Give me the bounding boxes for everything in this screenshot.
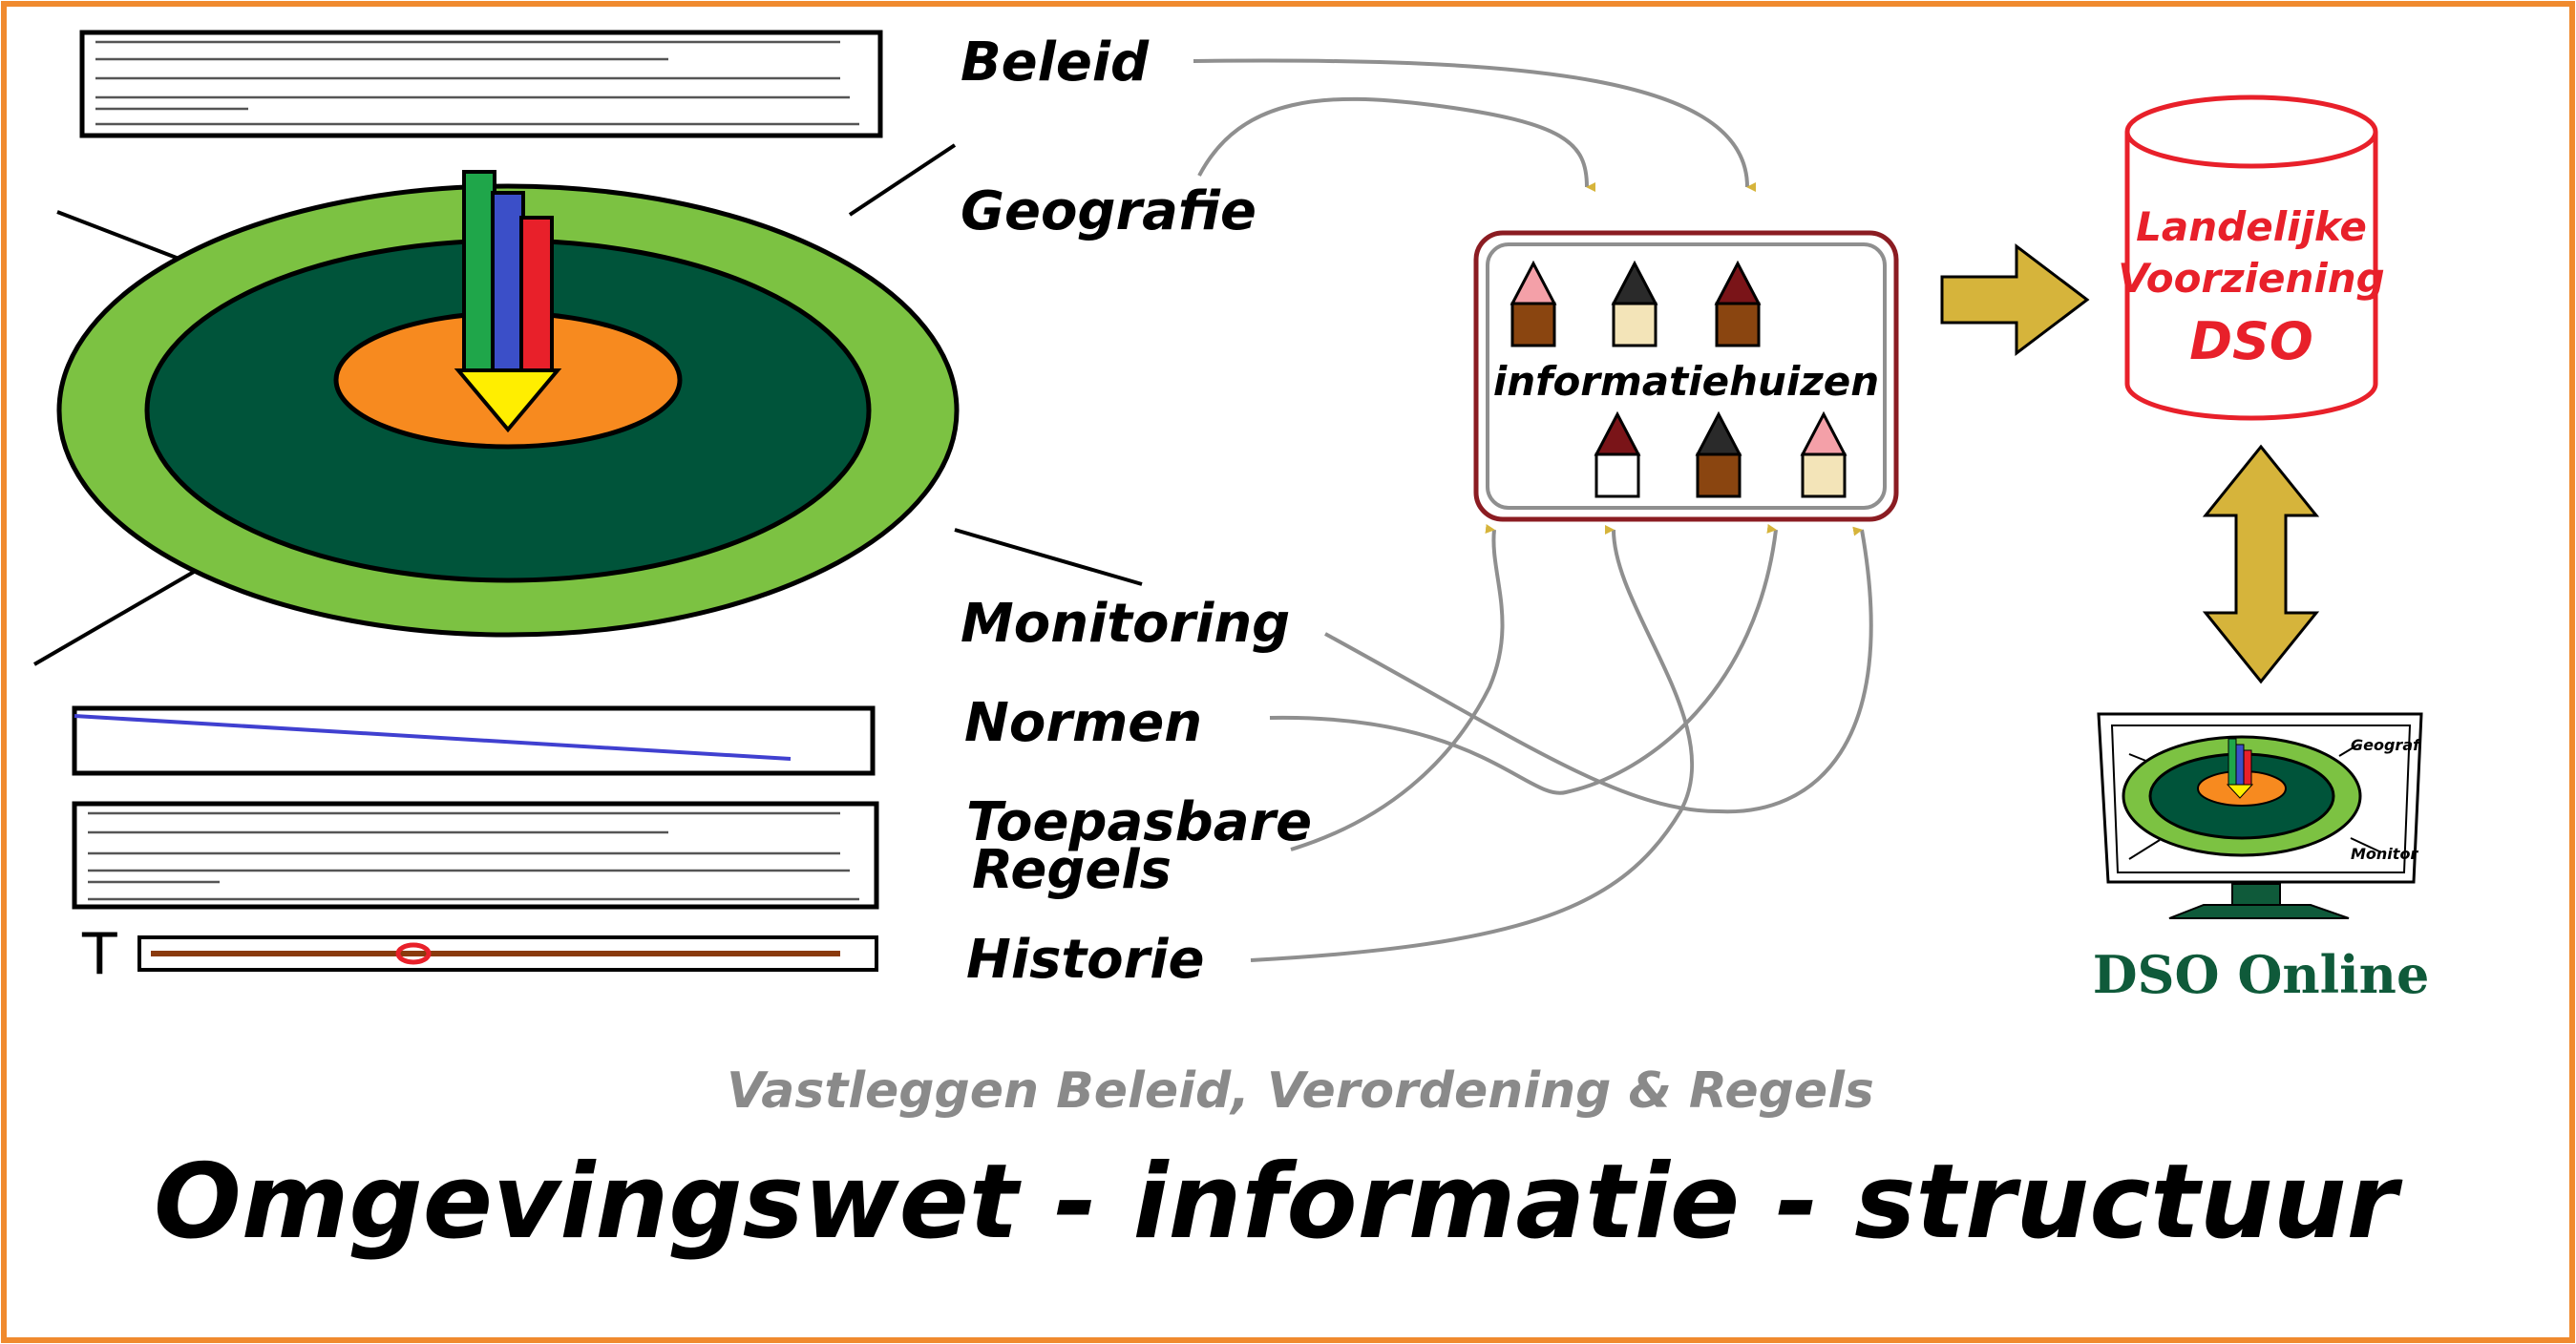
bar-pencil-icon: [454, 170, 562, 433]
house-icons: [1510, 260, 1848, 498]
repository-line1: Landelijke: [2136, 203, 2367, 250]
trend-line-box: [72, 705, 876, 776]
house-icon: [1594, 410, 1641, 498]
arrow-right-icon: [1940, 242, 2090, 357]
repository-cylinder[interactable]: [2124, 94, 2378, 421]
label-beleid: Beleid: [961, 32, 1150, 94]
label-toepasbare: Toepasbare: [966, 791, 1312, 853]
informatiehuizen-hub[interactable]: [1473, 230, 1899, 522]
timeline-cursor[interactable]: [395, 942, 432, 965]
ellipse-spokes: [32, 143, 1143, 666]
house-icon: [1714, 260, 1762, 347]
label-normen: Normen: [964, 692, 1202, 754]
subtitle: Vastleggen Beleid, Verordening & Regels: [727, 1062, 1874, 1120]
label-historie: Historie: [966, 929, 1204, 991]
hub-label: informatiehuizen: [1493, 358, 1879, 405]
monitor-icon[interactable]: Geograf Monitor: [2097, 712, 2423, 919]
document-box-bottom: [72, 801, 879, 910]
label-regels: Regels: [972, 839, 1172, 901]
repository-line3: DSO: [2189, 311, 2313, 371]
timeline-bar: [137, 935, 878, 972]
repository-line2: Voorziening: [2118, 255, 2384, 302]
arrow-up-down-icon: [2202, 444, 2320, 684]
page-title: Omgevingswet - informatie - structuur: [154, 1143, 2403, 1262]
connector-curves: [1193, 58, 1873, 962]
house-icon: [1611, 260, 1658, 347]
label-geografie: Geografie: [961, 180, 1256, 242]
monitor-mini-label-top: Geograf: [2351, 736, 2421, 754]
house-icon: [1510, 260, 1557, 347]
document-box-top: [79, 30, 883, 138]
monitor-caption: DSO Online: [2093, 944, 2430, 1005]
time-marker: T: [81, 921, 117, 988]
monitor-mini-label-bottom: Monitor: [2351, 845, 2418, 863]
house-icon: [1695, 410, 1742, 498]
house-icon: [1800, 410, 1848, 498]
label-monitoring: Monitoring: [961, 593, 1290, 655]
